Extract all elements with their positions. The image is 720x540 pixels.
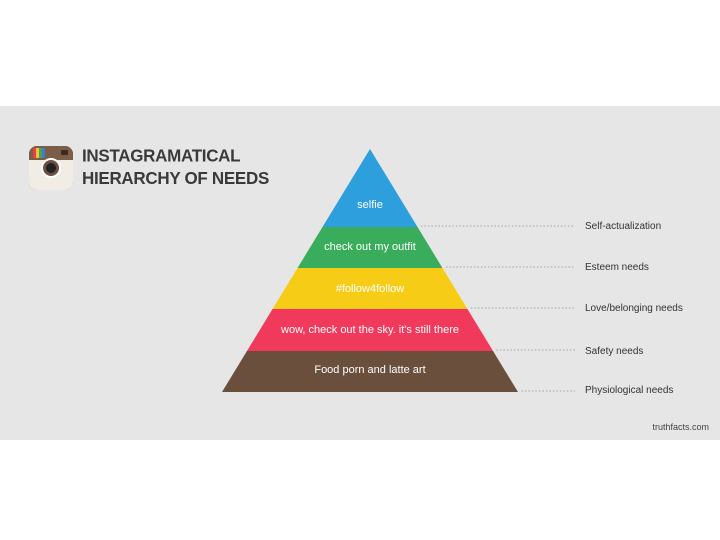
need-label: Safety needs bbox=[585, 346, 643, 357]
title-line-2: HIERARCHY OF NEEDS bbox=[82, 168, 269, 188]
diagram-title: INSTAGRAMATICAL HIERARCHY OF NEEDS bbox=[82, 145, 269, 189]
pyramid-level-label: #follow4follow bbox=[336, 283, 405, 295]
need-label: Self-actualization bbox=[585, 221, 661, 232]
pyramid-level-label: selfie bbox=[357, 199, 383, 211]
pyramid-level-3 bbox=[272, 268, 468, 309]
pyramid-level-5 bbox=[222, 351, 518, 392]
pyramid-level-label: wow, check out the sky. it's still there bbox=[280, 324, 459, 336]
instagram-camera-icon bbox=[29, 146, 73, 190]
need-label: Love/belonging needs bbox=[585, 303, 683, 314]
pyramid-level-2 bbox=[297, 227, 443, 268]
title-line-1: INSTAGRAMATICAL bbox=[82, 146, 241, 166]
pyramid-level-label: check out my outfit bbox=[324, 241, 416, 253]
need-label: Esteem needs bbox=[585, 262, 649, 273]
pyramid-level-1 bbox=[322, 149, 418, 227]
need-label: Physiological needs bbox=[585, 385, 673, 396]
pyramid-level-4 bbox=[246, 309, 494, 351]
source-credit: truthfacts.com bbox=[652, 422, 709, 432]
pyramid-level-label: Food porn and latte art bbox=[314, 364, 425, 376]
